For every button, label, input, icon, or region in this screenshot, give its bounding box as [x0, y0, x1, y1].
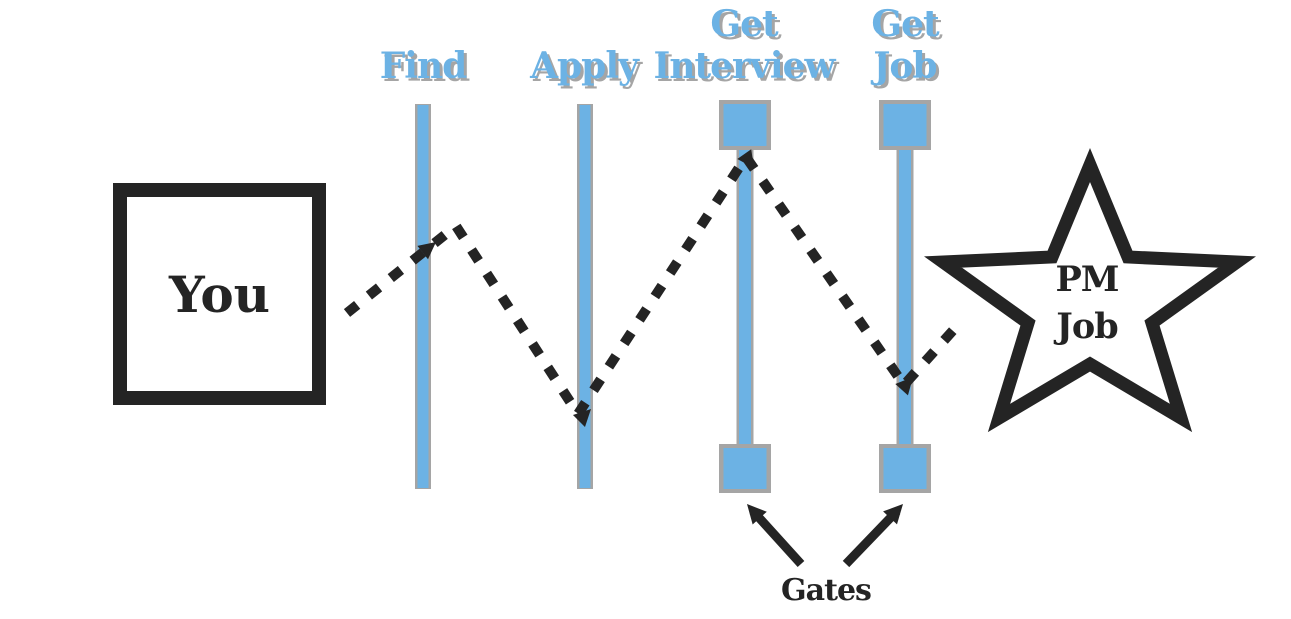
label-get-job-line2: Job: [873, 45, 937, 87]
path-arrowhead-interview: [737, 149, 754, 168]
gates-arrow-right: [842, 507, 901, 568]
gates-arrow-left: [749, 507, 805, 568]
label-get-interview-line1: Get: [710, 3, 778, 45]
you-label: You: [168, 264, 271, 324]
goal-label-line2: Job: [1056, 306, 1118, 347]
gates-arrow-left-head: [747, 504, 767, 525]
label-get-job: Get Job: [871, 3, 939, 87]
goal-label-line1: PM: [1055, 259, 1119, 300]
label-get-interview: Get Interview: [653, 3, 835, 87]
path-arrowhead-apply: [572, 409, 591, 428]
label-get-job-line1: Get: [871, 3, 939, 45]
gates-arrow-right-head: [883, 504, 903, 525]
path-arrowhead-find: [417, 242, 436, 260]
interview-gate: [719, 100, 771, 493]
journey-path: [343, 152, 961, 419]
job-gate: [879, 100, 931, 493]
gate-square-bottom: [883, 448, 927, 489]
path-arrowhead-job: [895, 377, 913, 396]
label-find: Find: [379, 45, 468, 87]
goal-label: PM Job: [1055, 256, 1119, 350]
you-node: You: [113, 183, 326, 405]
star-icon: [923, 147, 1257, 433]
gate-square-top: [883, 104, 927, 146]
gate-square-top: [723, 104, 767, 146]
label-get-interview-line2: Interview: [653, 45, 835, 87]
label-apply: Apply: [530, 45, 639, 87]
gate-square-bottom: [723, 448, 767, 489]
label-apply-text: Apply: [530, 45, 639, 87]
gates-pointer-arrows: [747, 504, 903, 568]
gates-annotation-label: Gates: [781, 573, 872, 608]
label-find-text: Find: [379, 45, 468, 87]
gates-annotation-text: Gates: [781, 573, 872, 608]
